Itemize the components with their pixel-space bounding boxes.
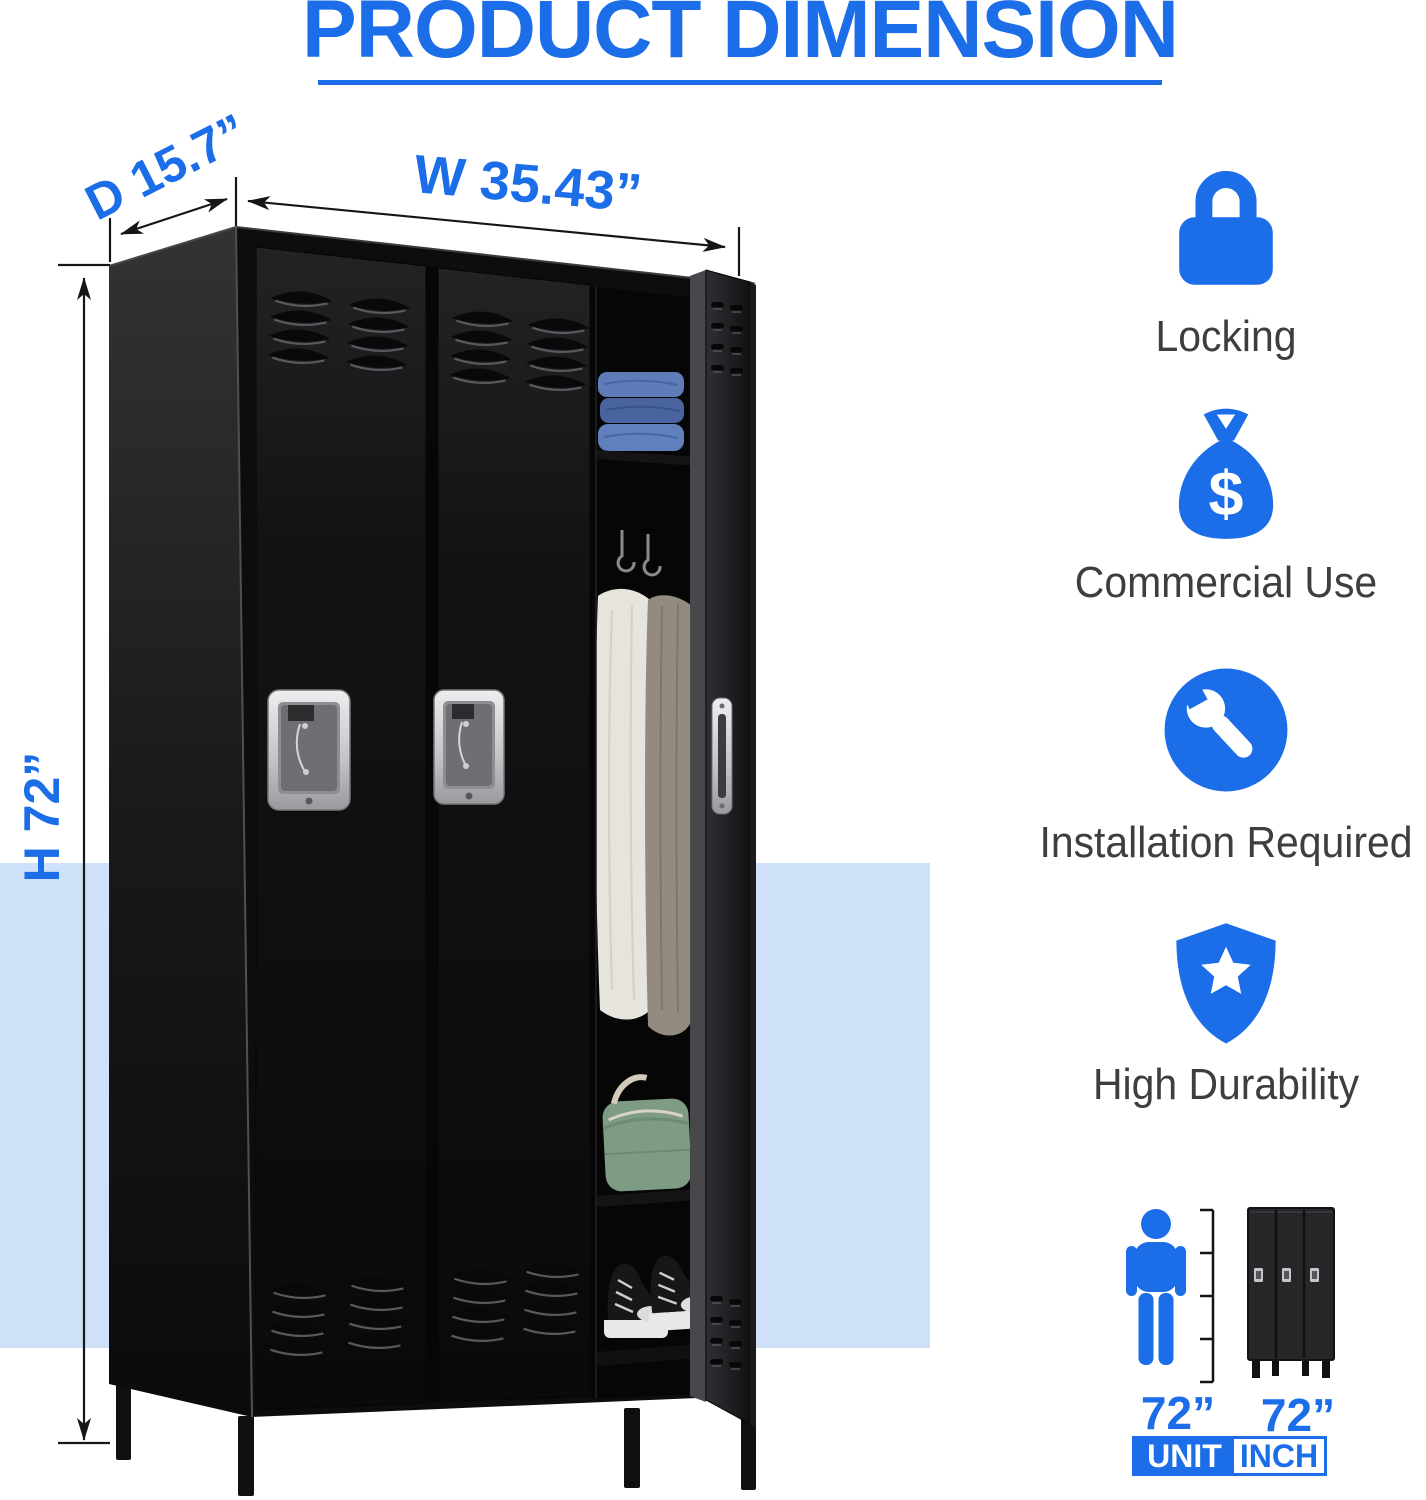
unit-badge: UNIT INCH	[1132, 1436, 1327, 1476]
folded-clothes	[598, 372, 684, 451]
page-title: PRODUCT DIMENSION	[302, 0, 1179, 75]
feature-label-commercial-use: Commercial Use	[1074, 558, 1378, 607]
lock-icon	[1179, 171, 1273, 285]
height-ruler-icon	[1200, 1208, 1215, 1384]
locker-height-label: 72”	[1260, 1389, 1336, 1441]
title-underline	[318, 80, 1162, 85]
locker-interior-contents	[596, 372, 698, 1366]
locker-cabinet	[108, 226, 756, 1496]
dollar-glyph: $	[1209, 459, 1244, 529]
person-icon	[1126, 1209, 1186, 1365]
duffel-bag	[602, 1074, 692, 1192]
door-handle-2	[433, 689, 505, 805]
money-bag-icon: $	[1178, 408, 1274, 539]
door-handle-1	[267, 689, 351, 811]
locker-legs	[116, 1384, 756, 1496]
wrench-icon	[1164, 668, 1288, 792]
open-door-handle	[711, 697, 733, 815]
open-door	[690, 269, 756, 1428]
height-dimension-arrow	[58, 263, 110, 1445]
depth-dimension-arrow	[108, 197, 228, 262]
height-dimension-label: H 72”	[14, 751, 70, 883]
person-height-label: 72”	[1140, 1387, 1216, 1439]
hanging-clothes	[596, 589, 695, 1036]
feature-label-high-durability: High Durability	[1092, 1060, 1360, 1109]
feature-label-installation-required: Installation Required	[1039, 818, 1413, 867]
feature-label-locking: Locking	[1155, 312, 1297, 361]
mini-locker-icon	[1247, 1207, 1335, 1378]
coat-hooks	[616, 530, 662, 577]
dimension-arrows	[58, 177, 741, 1445]
unit-value-cell: INCH	[1234, 1439, 1324, 1473]
unit-key-cell: UNIT	[1135, 1439, 1234, 1473]
width-dimension-arrow	[234, 177, 741, 276]
shield-star-icon	[1176, 923, 1276, 1044]
